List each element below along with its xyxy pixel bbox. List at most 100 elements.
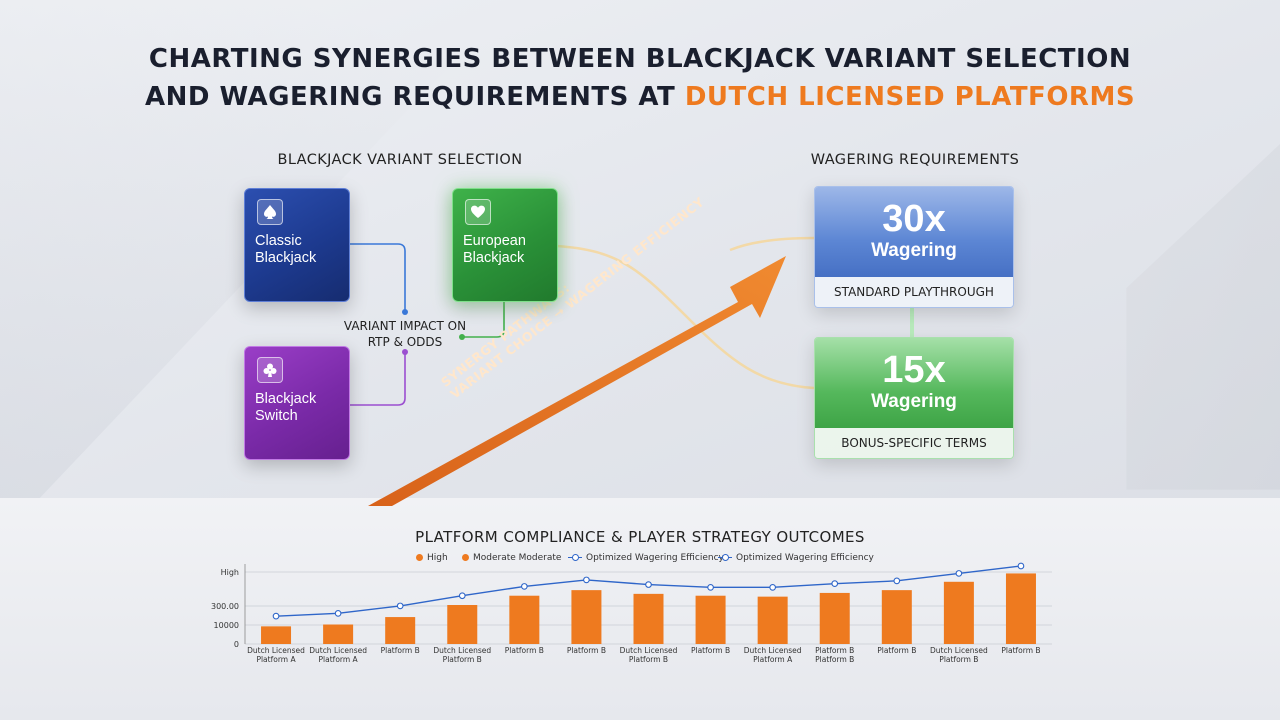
card-classic-blackjack[interactable]: Classic Blackjack — [244, 188, 350, 302]
x-tick-label: Platform B — [691, 646, 730, 655]
y-tick-label: High — [221, 568, 239, 577]
legend-line-efficiency-2 — [718, 554, 732, 561]
chart-bar — [695, 595, 726, 644]
x-tick-label: Platform B — [1001, 646, 1040, 655]
club-icon — [257, 357, 283, 383]
chart-bar — [757, 596, 788, 644]
x-tick-label: Dutch Licensed — [744, 646, 802, 655]
x-tick-label: Platform A — [753, 655, 793, 664]
y-tick-label: 300.00 — [211, 602, 239, 611]
spade-icon — [257, 199, 283, 225]
title-line-2: AND WAGERING REQUIREMENTS AT DUTCH LICEN… — [60, 78, 1220, 116]
connector-node-european — [459, 334, 465, 340]
legend-item-high[interactable]: High — [416, 553, 448, 563]
legend-item-efficiency-1[interactable]: Optimized Wagering Efficiency — [568, 553, 724, 563]
legend-label-high: High — [427, 553, 448, 563]
x-tick-label: Platform B — [815, 655, 854, 664]
chart-line-point — [272, 612, 280, 620]
chart-line-point — [707, 584, 714, 591]
title-line-2-prefix: AND WAGERING REQUIREMENTS AT — [144, 82, 685, 112]
wager-multiplier-bonus: 15x — [882, 349, 946, 391]
x-tick-label: Platform B — [381, 646, 420, 655]
x-tick-label: Dutch Licensed — [309, 646, 367, 655]
title-line-1: CHARTING SYNERGIES BETWEEN BLACKJACK VAR… — [148, 44, 1132, 74]
page-title: CHARTING SYNERGIES BETWEEN BLACKJACK VAR… — [60, 40, 1220, 116]
connector-switch — [348, 354, 406, 406]
x-tick-label: Platform A — [319, 655, 359, 664]
glow-path-blue — [729, 236, 815, 252]
x-tick-label: Dutch Licensed — [930, 646, 988, 655]
x-tick-label: Platform B — [443, 655, 482, 664]
chart-bar — [447, 605, 478, 644]
chart-line-point — [520, 583, 528, 590]
legend-item-moderate[interactable]: Moderate Moderate — [462, 553, 561, 563]
card-blackjack-switch[interactable]: Blackjack Switch — [244, 346, 350, 460]
title-accent: DUTCH LICENSED PLATFORMS — [684, 82, 1136, 112]
wager-unit-bonus: Wagering — [871, 391, 957, 412]
chart-bar — [943, 581, 974, 644]
wager-box-bonus-header: 15x Wagering — [815, 338, 1013, 428]
chart-line-point — [893, 577, 901, 585]
chart-line-point — [583, 576, 590, 584]
variant-section-heading: BLACKJACK VARIANT SELECTION — [277, 152, 523, 168]
x-tick-label: Dutch Licensed — [433, 646, 491, 655]
chart-line-point — [769, 584, 777, 591]
x-tick-label: Platform B — [815, 646, 854, 655]
glow-path-green — [555, 244, 815, 390]
card-label-switch: Blackjack Switch — [255, 391, 317, 424]
chart-bar — [509, 595, 540, 644]
chart-legend: High Moderate Moderate Optimized Wagerin… — [330, 553, 950, 567]
wager-box-standard-header: 30x Wagering — [815, 187, 1013, 277]
x-tick-label: Platform B — [629, 655, 668, 664]
legend-swatch-high — [416, 554, 423, 561]
wagering-section-heading: WAGERING REQUIREMENTS — [810, 152, 1020, 168]
chart-bar — [819, 592, 850, 644]
chart-line-point — [1017, 562, 1025, 570]
chart-line-point — [458, 592, 466, 600]
heart-icon — [465, 199, 491, 225]
x-tick-label: Dutch Licensed — [247, 646, 305, 655]
chart-title: PLATFORM COMPLIANCE & PLAYER STRATEGY OU… — [415, 528, 865, 546]
chart-bar — [633, 593, 664, 644]
chart-bar — [323, 624, 354, 644]
chart-line-point — [831, 580, 839, 587]
legend-swatch-moderate — [462, 554, 469, 561]
legend-label-efficiency-2: Optimized Wagering Efficiency — [736, 553, 874, 563]
card-label-european: European Blackjack — [463, 233, 526, 266]
card-label-classic: Classic Blackjack — [255, 233, 317, 266]
wager-unit-standard: Wagering — [871, 240, 957, 261]
chart-bar — [881, 590, 912, 644]
wager-caption-standard: STANDARD PLAYTHROUGH — [815, 277, 1013, 307]
legend-line-efficiency-1 — [568, 554, 582, 561]
chart-bar — [385, 617, 416, 644]
chart-bar — [1005, 573, 1036, 644]
chart-bar — [261, 626, 292, 644]
legend-label-efficiency-1: Optimized Wagering Efficiency — [586, 553, 724, 563]
chart-line-point — [645, 581, 652, 588]
connector-node-classic — [402, 309, 408, 315]
legend-label-moderate: Moderate Moderate — [473, 553, 562, 563]
variant-impact-label: VARIANT IMPACT ON RTP & ODDS — [343, 319, 467, 349]
x-tick-label: Platform B — [505, 646, 544, 655]
x-tick-label: Platform B — [939, 655, 978, 664]
wager-box-bonus[interactable]: 15x Wagering BONUS-SPECIFIC TERMS — [814, 337, 1014, 459]
synergy-arrow — [368, 256, 786, 506]
x-tick-label: Platform B — [567, 646, 606, 655]
connector-european — [462, 302, 505, 338]
chart-line-point — [396, 602, 404, 610]
x-tick-label: Platform B — [877, 646, 916, 655]
wager-multiplier-standard: 30x — [882, 198, 946, 240]
card-european-blackjack[interactable]: European Blackjack — [452, 188, 558, 302]
x-tick-label: Dutch Licensed — [620, 646, 678, 655]
chart-bar — [571, 590, 602, 644]
chart-line-point — [334, 610, 342, 617]
connector-classic — [348, 243, 406, 310]
wager-box-standard[interactable]: 30x Wagering STANDARD PLAYTHROUGH — [814, 186, 1014, 308]
legend-item-efficiency-2[interactable]: Optimized Wagering Efficiency — [718, 553, 874, 563]
wager-caption-bonus: BONUS-SPECIFIC TERMS — [815, 428, 1013, 458]
y-tick-label: 10000 — [214, 621, 239, 630]
y-tick-label: 0 — [234, 640, 239, 649]
connector-node-switch — [402, 349, 408, 355]
